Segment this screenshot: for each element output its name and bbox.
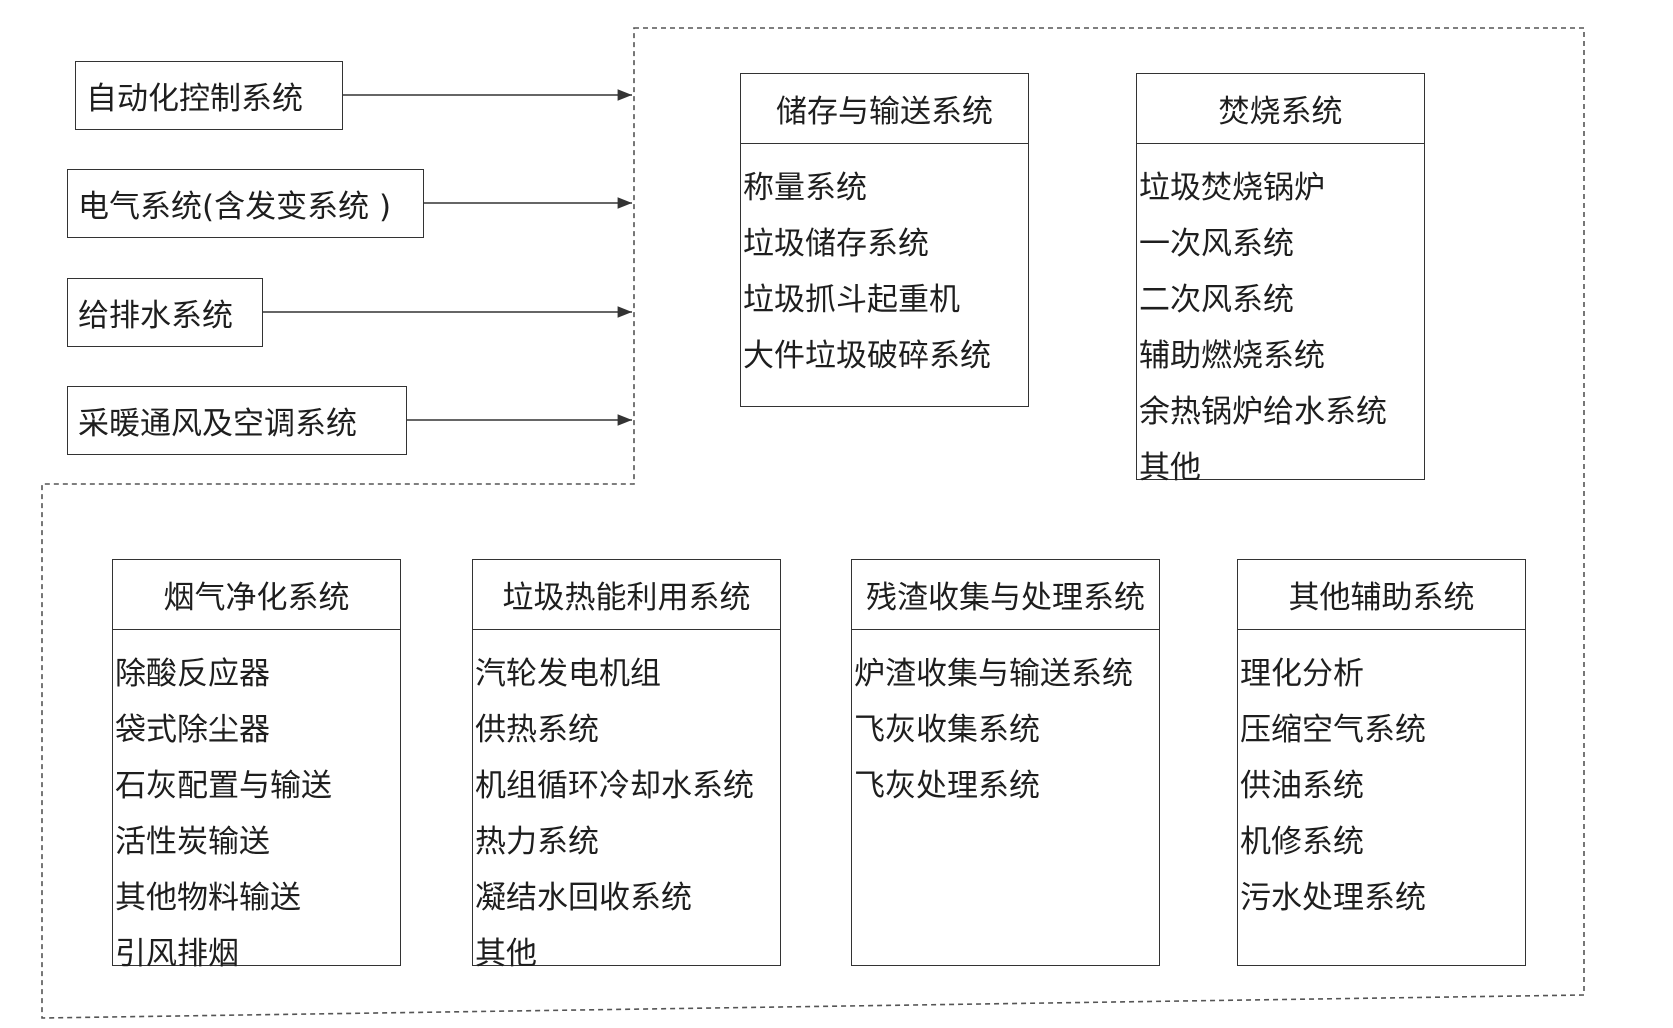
plant-boundary-dashed xyxy=(41,27,1585,1019)
module-item: 垃圾储存系统 xyxy=(743,226,929,262)
water-supply-drainage-label: 给排水系统 xyxy=(78,298,233,334)
other-auxiliary-module: 其他辅助系统 理化分析 压缩空气系统 供油系统 机修系统 污水处理系统 xyxy=(1237,559,1526,966)
module-item: 汽轮发电机组 xyxy=(475,656,661,692)
module-item: 机组循环冷却水系统 xyxy=(475,768,754,804)
hvac-system-box: 采暖通风及空调系统 xyxy=(67,386,407,455)
module-item: 袋式除尘器 xyxy=(115,712,270,748)
hvac-system-label: 采暖通风及空调系统 xyxy=(78,406,357,442)
module-title: 烟气净化系统 xyxy=(113,560,400,630)
module-item: 凝结水回收系统 xyxy=(475,880,692,916)
module-item: 二次风系统 xyxy=(1139,282,1294,318)
module-item: 压缩空气系统 xyxy=(1240,712,1426,748)
module-item: 飞灰收集系统 xyxy=(854,712,1040,748)
module-item: 其他 xyxy=(475,936,537,972)
incineration-module: 焚烧系统 垃圾焚烧锅炉 一次风系统 二次风系统 辅助燃烧系统 余热锅炉给水系统 … xyxy=(1136,73,1425,486)
module-item: 理化分析 xyxy=(1240,656,1364,692)
electrical-system-box: 电气系统(含发变系统 ) xyxy=(67,169,424,238)
storage-transport-module: 储存与输送系统 称量系统 垃圾储存系统 垃圾抓斗起重机 大件垃圾破碎系统 xyxy=(740,73,1029,407)
module-item: 大件垃圾破碎系统 xyxy=(743,338,991,374)
module-item: 一次风系统 xyxy=(1139,226,1294,262)
module-item: 飞灰处理系统 xyxy=(854,768,1040,804)
flue-gas-cleaning-module: 烟气净化系统 除酸反应器 袋式除尘器 石灰配置与输送 活性炭输送 其他物料输送 … xyxy=(112,559,401,972)
module-title: 焚烧系统 xyxy=(1137,74,1424,144)
module-title: 其他辅助系统 xyxy=(1238,560,1525,630)
waste-heat-utilization-module: 垃圾热能利用系统 汽轮发电机组 供热系统 机组循环冷却水系统 热力系统 凝结水回… xyxy=(472,559,781,972)
module-item: 引风排烟 xyxy=(115,936,239,972)
automation-control-label: 自动化控制系统 xyxy=(86,81,303,117)
module-item: 垃圾抓斗起重机 xyxy=(743,282,960,318)
module-title: 垃圾热能利用系统 xyxy=(473,560,780,630)
electrical-system-label: 电气系统(含发变系统 ) xyxy=(78,189,392,225)
residue-handling-module: 残渣收集与处理系统 炉渣收集与输送系统 飞灰收集系统 飞灰处理系统 xyxy=(851,559,1160,966)
module-title: 储存与输送系统 xyxy=(741,74,1028,144)
module-item: 活性炭输送 xyxy=(115,824,270,860)
module-item: 供油系统 xyxy=(1240,768,1364,804)
module-item: 辅助燃烧系统 xyxy=(1139,338,1325,374)
module-item: 炉渣收集与输送系统 xyxy=(854,656,1133,692)
module-item: 石灰配置与输送 xyxy=(115,768,332,804)
module-item: 称量系统 xyxy=(743,170,867,206)
module-item: 机修系统 xyxy=(1240,824,1364,860)
water-supply-drainage-box: 给排水系统 xyxy=(67,278,263,347)
module-item: 垃圾焚烧锅炉 xyxy=(1139,170,1325,206)
module-item: 其他 xyxy=(1139,450,1201,486)
module-item: 供热系统 xyxy=(475,712,599,748)
module-item: 污水处理系统 xyxy=(1240,880,1426,916)
module-item: 其他物料输送 xyxy=(115,880,301,916)
module-item: 除酸反应器 xyxy=(115,656,270,692)
module-item: 热力系统 xyxy=(475,824,599,860)
module-title: 残渣收集与处理系统 xyxy=(852,560,1159,630)
module-item: 余热锅炉给水系统 xyxy=(1139,394,1387,430)
automation-control-box: 自动化控制系统 xyxy=(75,61,343,130)
